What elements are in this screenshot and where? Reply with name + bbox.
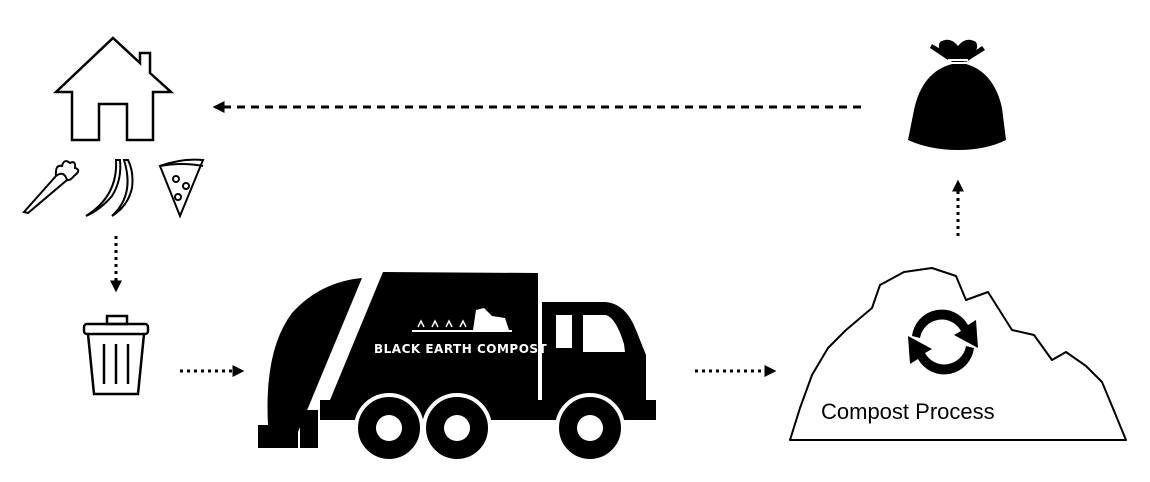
garbage-truck-icon: BLACK EARTH COMPOST	[258, 272, 656, 463]
carrot-icon	[22, 160, 80, 215]
brand-name: BLACK EARTH COMPOST	[374, 342, 548, 356]
trash-can-icon	[82, 314, 150, 396]
compost-bag-icon	[908, 39, 1006, 150]
pizza-slice-icon	[158, 158, 205, 219]
recycle-cycle-icon	[908, 309, 978, 375]
compost-process-label: Compost Process	[821, 399, 995, 424]
brand-logo	[412, 308, 512, 332]
house-icon	[52, 36, 175, 142]
compost-pile-icon: Compost Process	[789, 267, 1127, 441]
banana-icon	[85, 159, 134, 217]
